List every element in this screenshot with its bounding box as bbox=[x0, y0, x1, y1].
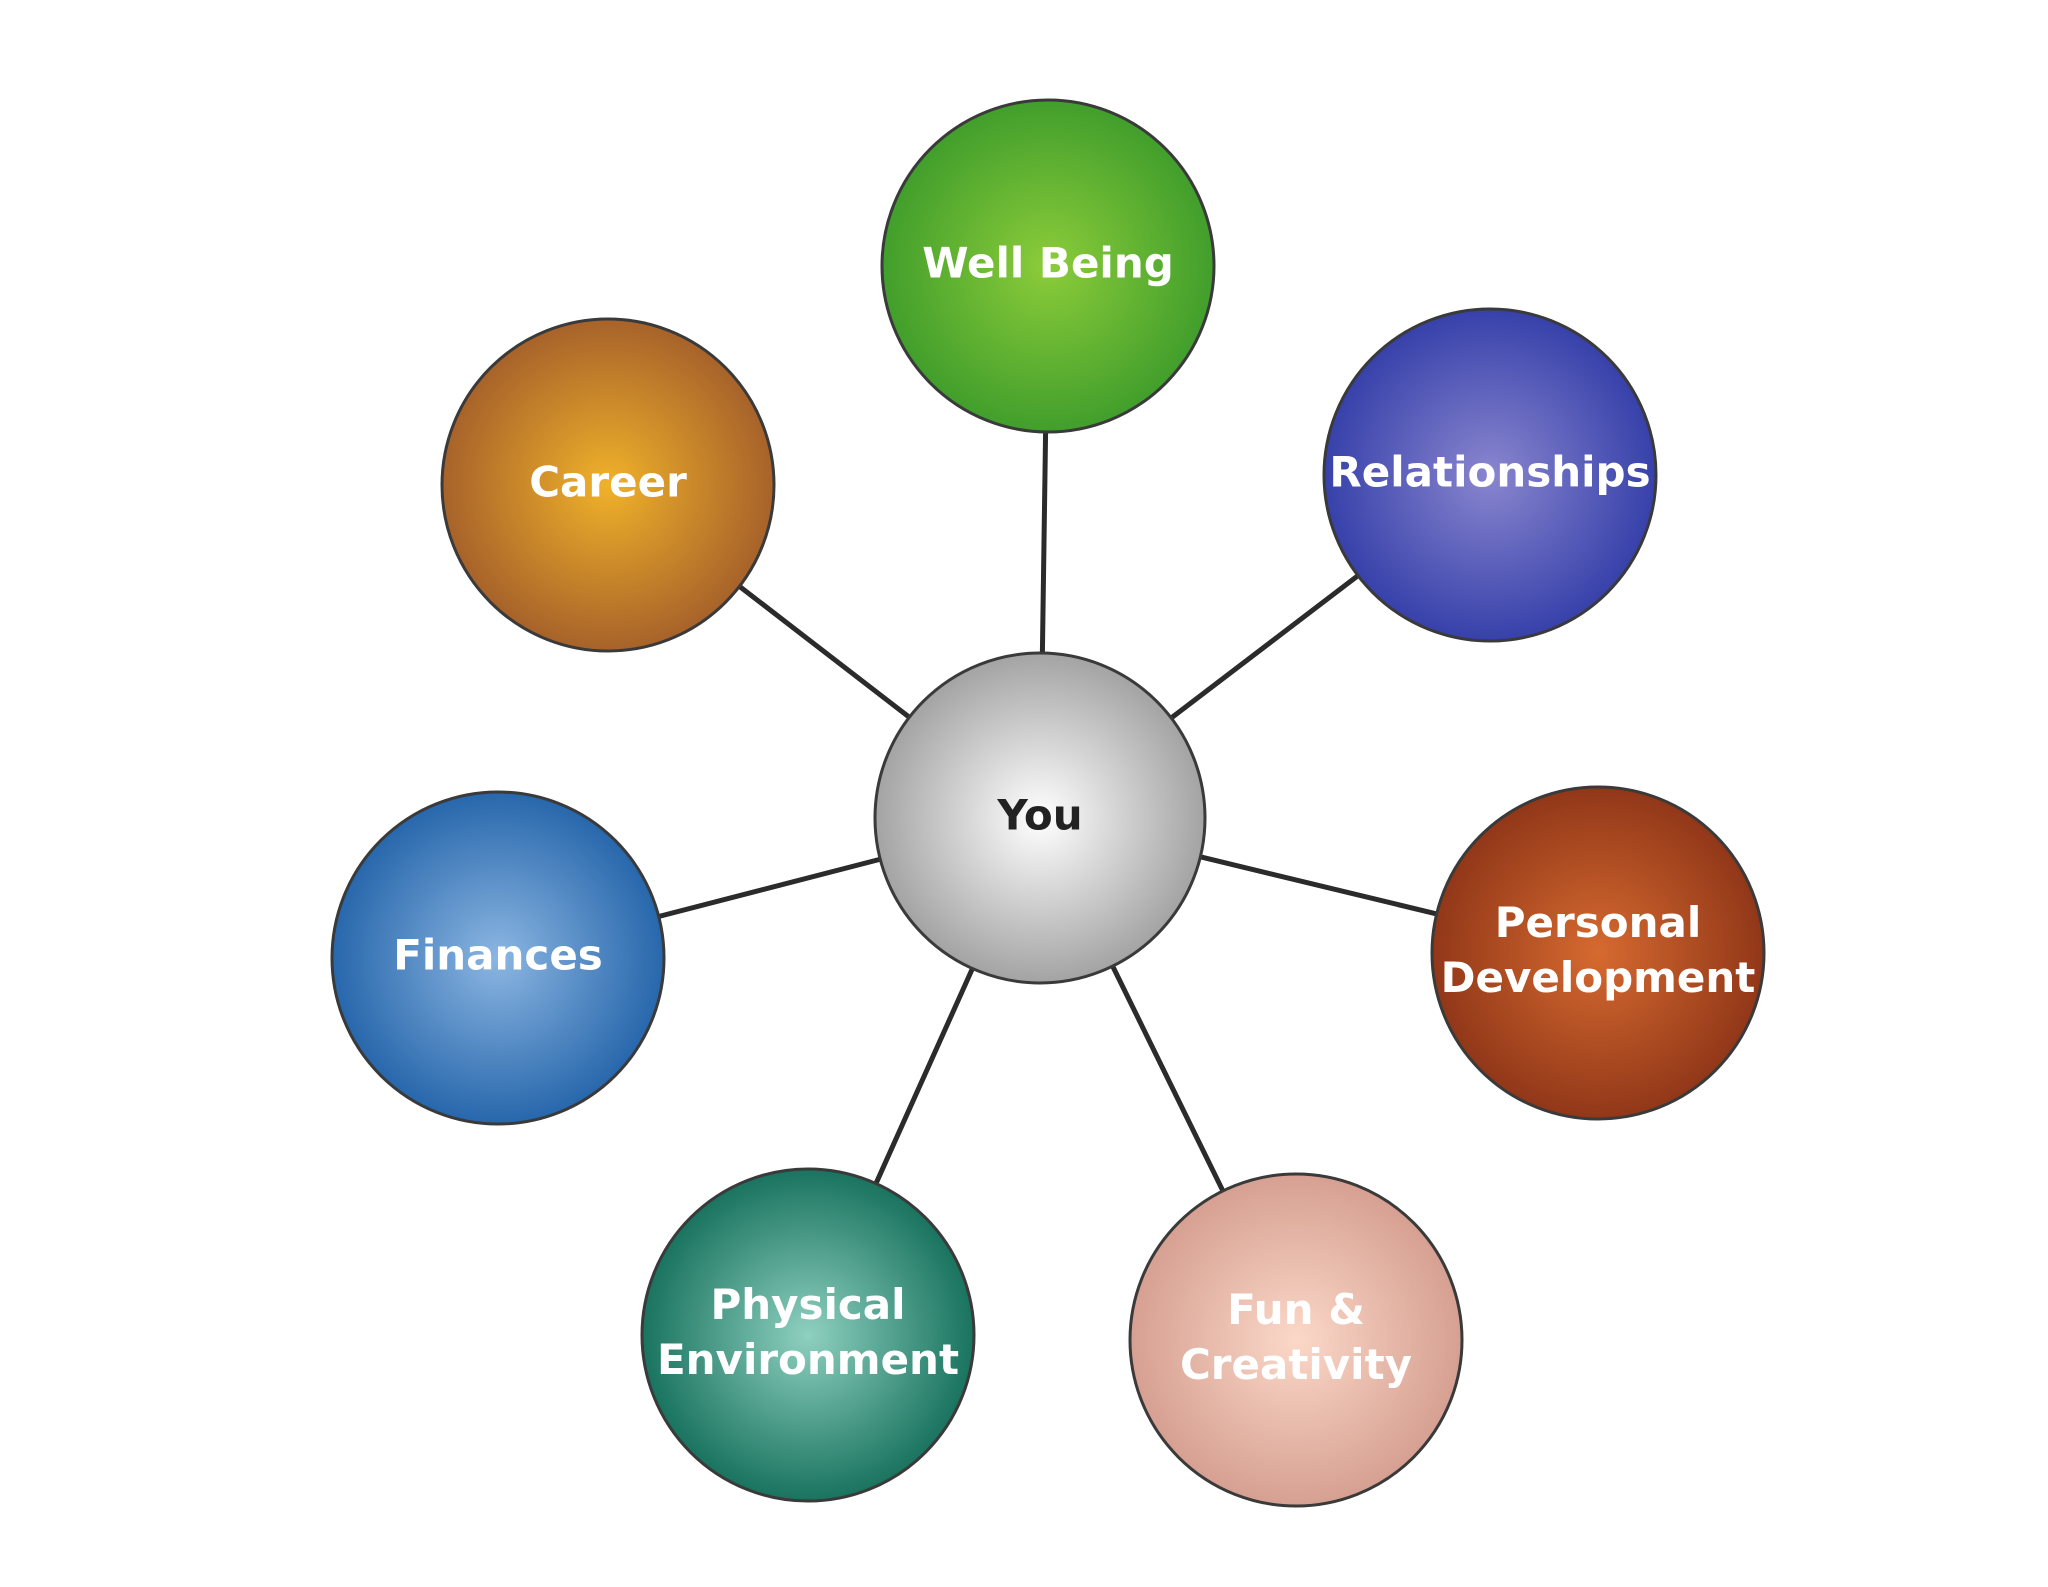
node-well-being: Well Being bbox=[880, 98, 1216, 434]
connector-relationships bbox=[1169, 573, 1360, 720]
node-circle-finances bbox=[330, 790, 666, 1126]
node-career: Career bbox=[440, 317, 776, 653]
node-finances: Finances bbox=[330, 790, 666, 1126]
connector-physical-environment bbox=[873, 967, 975, 1185]
connectors bbox=[658, 431, 1438, 1193]
node-label-line: Creativity bbox=[1180, 1340, 1412, 1389]
node-label-line: Personal bbox=[1495, 898, 1701, 947]
node-circle-personal-development bbox=[1430, 785, 1766, 1121]
node-label-well-being: Well Being bbox=[922, 239, 1174, 288]
node-circle-well-being bbox=[880, 98, 1216, 434]
node-label-line: Finances bbox=[393, 931, 603, 980]
connector-finances bbox=[658, 856, 881, 919]
node-fun-creativity: Fun & Creativity bbox=[1128, 1172, 1464, 1508]
node-label-line: Fun & bbox=[1227, 1285, 1365, 1334]
node-label-line: Development bbox=[1441, 953, 1756, 1002]
node-circle-career bbox=[440, 317, 776, 653]
node-label-line: Relationships bbox=[1329, 448, 1650, 497]
center-circle bbox=[873, 651, 1207, 985]
connector-fun-creativity bbox=[1110, 965, 1226, 1193]
node-circle-physical-environment bbox=[640, 1167, 976, 1503]
node-label-line: Well Being bbox=[922, 239, 1174, 288]
node-label-line: Physical bbox=[710, 1280, 905, 1329]
connector-well-being bbox=[1039, 431, 1049, 654]
connector-career bbox=[737, 584, 911, 720]
node-label-fun-creativity: Fun & Creativity bbox=[1180, 1285, 1412, 1389]
node-label-relationships: Relationships bbox=[1329, 448, 1650, 497]
node-label-line: Career bbox=[529, 458, 687, 507]
connector-personal-development bbox=[1199, 854, 1438, 917]
node-label-career: Career bbox=[529, 458, 687, 507]
node-circle-relationships bbox=[1322, 307, 1658, 643]
node-circle-fun-creativity bbox=[1128, 1172, 1464, 1508]
center-node: You bbox=[873, 651, 1207, 985]
node-label-line: Environment bbox=[657, 1335, 959, 1384]
center-label: You bbox=[996, 791, 1082, 840]
node-label-finances: Finances bbox=[393, 931, 603, 980]
node-relationships: Relationships bbox=[1322, 307, 1658, 643]
